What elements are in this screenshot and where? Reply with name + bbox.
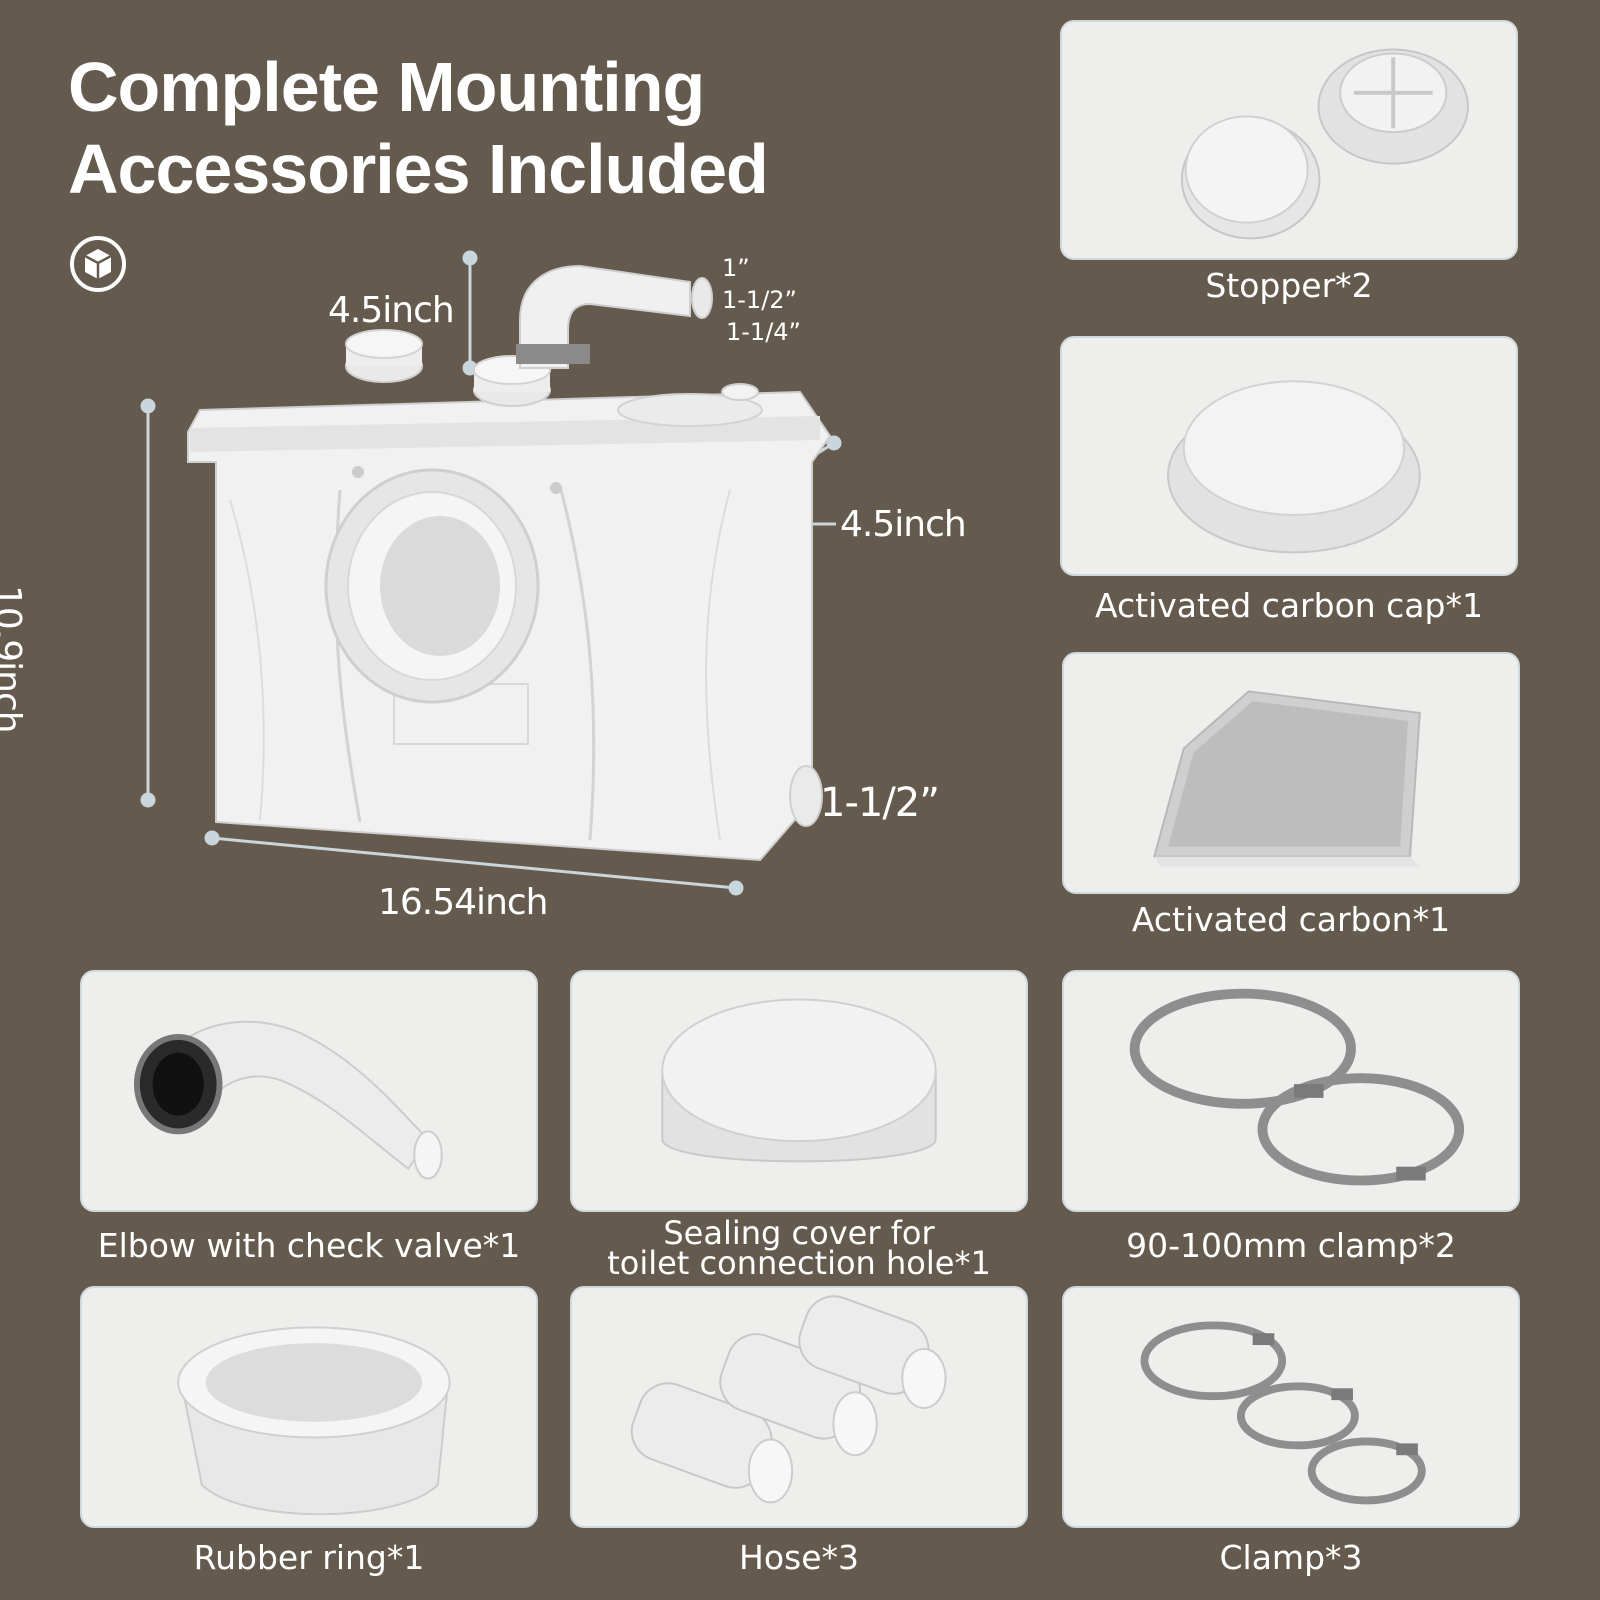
dimension-width: 16.54inch: [378, 882, 548, 923]
package-box-icon: [68, 234, 128, 294]
accessory-label-sealing-cover: Sealing cover for toilet connection hole…: [560, 1214, 1038, 1282]
accessory-card-hose: [570, 1286, 1028, 1528]
outlet-size-3: 1-1/4”: [726, 318, 801, 346]
accessory-label-elbow: Elbow with check valve*1: [97, 1226, 521, 1265]
large-clamp-icon: [1129, 988, 1465, 1186]
accessory-card-elbow: [80, 970, 538, 1212]
accessory-card-stopper: [1060, 20, 1518, 260]
macerator-pump-diagram: 4.5inch 4.5inch 10.9inch 16.54inch 1-1/2…: [0, 240, 1000, 940]
accessory-label-carbon: Activated carbon*1: [1131, 900, 1451, 939]
accessory-card-large-clamp: [1062, 970, 1520, 1212]
title-line-2: Accessories Included: [68, 130, 769, 208]
carbon-filter-icon: [1153, 690, 1421, 867]
accessory-card-carbon-cap: [1060, 336, 1518, 576]
rubber-ring-icon: [177, 1326, 451, 1516]
page-title: Complete Mounting Accessories Included: [68, 46, 769, 210]
accessory-card-rubber-ring: [80, 1286, 538, 1528]
dimension-side-depth: 4.5inch: [840, 504, 967, 545]
carbon-cap-icon: [1167, 380, 1421, 554]
accessory-card-carbon: [1062, 652, 1520, 894]
accessory-label-hose: Hose*3: [739, 1538, 859, 1577]
accessory-card-sealing-cover: [570, 970, 1028, 1212]
accessory-label-small-clamp: Clamp*3: [1219, 1538, 1363, 1577]
elbow-icon: [133, 1020, 443, 1180]
small-clamp-icon: [1140, 1321, 1426, 1505]
hose-icon: [630, 1295, 947, 1504]
sealing-cover-line-1: Sealing cover for: [663, 1214, 935, 1252]
accessory-label-carbon-cap: Activated carbon cap*1: [1095, 586, 1483, 625]
dimension-height: 10.9inch: [0, 585, 28, 733]
dimension-side-outlet: 1-1/2”: [820, 780, 940, 826]
sealing-cover-line-2: toilet connection hole*1: [607, 1244, 991, 1282]
dimension-top-height: 4.5inch: [328, 290, 455, 331]
stopper-icon: [1180, 48, 1469, 240]
accessory-label-rubber-ring: Rubber ring*1: [193, 1538, 425, 1577]
accessory-label-large-clamp: 90-100mm clamp*2: [1126, 1226, 1456, 1265]
outlet-size-2: 1-1/2”: [722, 286, 797, 314]
title-line-1: Complete Mounting: [68, 48, 705, 126]
sealing-cover-icon: [661, 998, 937, 1163]
outlet-size-1: 1”: [722, 254, 750, 282]
accessory-card-small-clamp: [1062, 1286, 1520, 1528]
pump-illustration: [140, 250, 842, 896]
accessory-label-stopper: Stopper*2: [1205, 266, 1373, 305]
